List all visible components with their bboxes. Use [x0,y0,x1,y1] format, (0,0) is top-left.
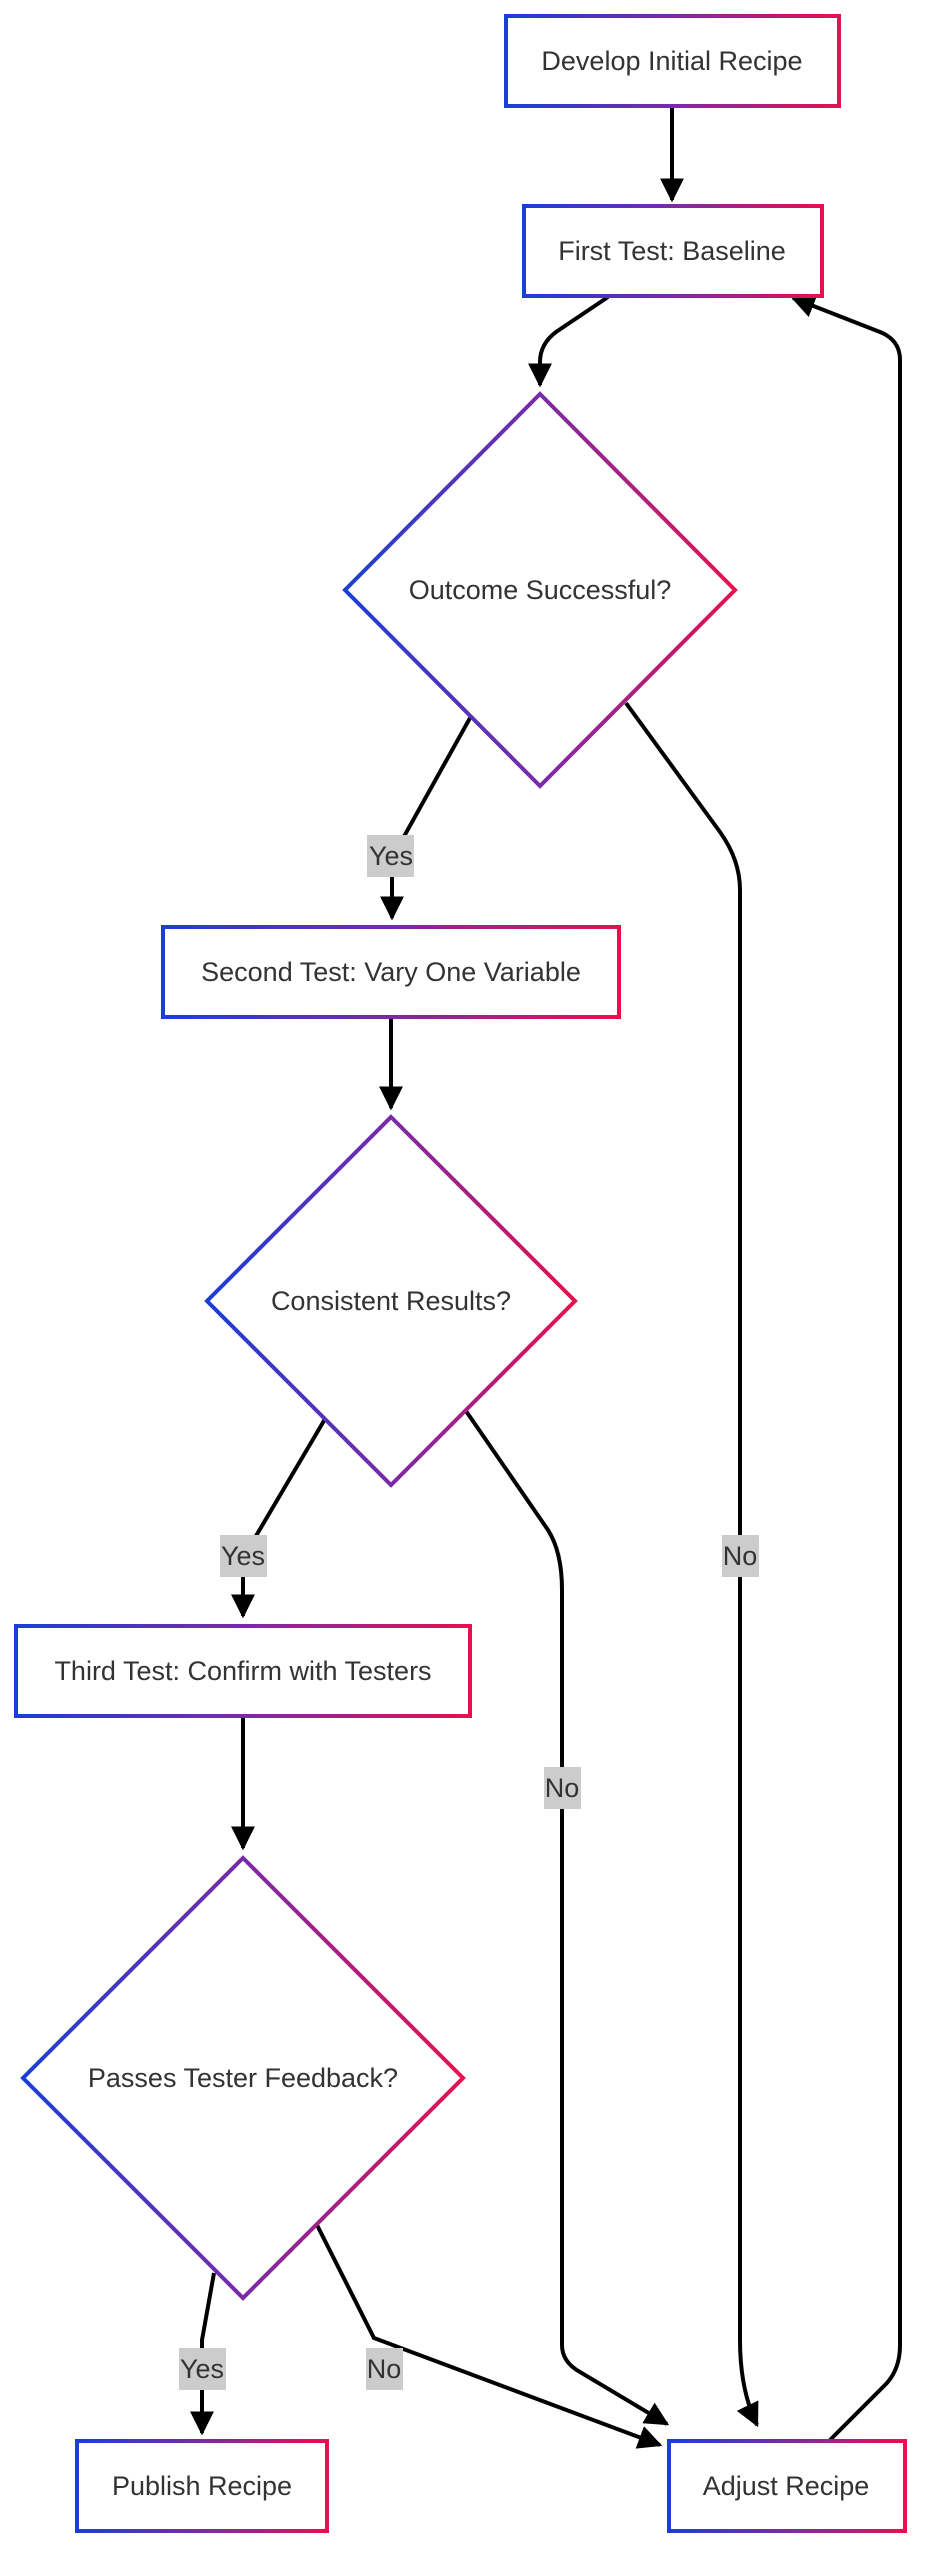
edge-label-outcome-no: No [722,1535,759,1577]
edge-label-consistent-yes-text: Yes [221,1541,265,1571]
node-passes-tester-feedback[interactable]: Passes Tester Feedback? [20,1855,466,2301]
node-third-test-confirm-with-testers[interactable]: Third Test: Confirm with Testers [14,1624,472,1718]
edge-label-outcome-yes: Yes [367,835,414,877]
edge-label-outcome-yes-text: Yes [369,841,413,871]
node-outcome-successful-label: Outcome Successful? [409,575,672,605]
node-consistent-results[interactable]: Consistent Results? [204,1114,578,1488]
edge-outcome-yes [380,717,472,921]
node-first-test-baseline[interactable]: First Test: Baseline [522,204,824,298]
edge-labels: Yes No Yes No Yes No [179,835,759,2390]
nodes: Develop Initial Recipe First Test: Basel… [14,14,907,2533]
node-second-test-label: Second Test: Vary One Variable [201,957,581,987]
node-third-test-label: Third Test: Confirm with Testers [54,1656,431,1686]
edge-outcome-no [624,701,759,2428]
node-develop-initial-recipe-label: Develop Initial Recipe [541,46,802,76]
node-passes-tester-feedback-label: Passes Tester Feedback? [88,2063,398,2093]
edge-label-consistent-yes: Yes [220,1535,267,1577]
edge-label-passes-no-text: No [367,2354,402,2384]
edge-consistent-no [464,1409,670,2426]
edge-label-passes-yes-text: Yes [180,2354,224,2384]
node-publish-recipe-label: Publish Recipe [112,2471,292,2501]
node-adjust-recipe[interactable]: Adjust Recipe [667,2439,907,2533]
edge-passes-no [315,2224,663,2449]
edge-label-consistent-no-text: No [545,1773,580,1803]
edge-first-test-to-outcome [528,295,610,388]
edge-adjust-to-first-test [790,294,902,2442]
node-second-test-vary-one-variable[interactable]: Second Test: Vary One Variable [161,925,621,1019]
node-first-test-baseline-label: First Test: Baseline [558,236,786,266]
edge-label-passes-yes: Yes [179,2348,226,2390]
edge-label-consistent-no: No [544,1767,581,1809]
node-outcome-successful[interactable]: Outcome Successful? [342,391,738,789]
node-consistent-results-label: Consistent Results? [271,1286,511,1316]
edge-label-passes-no: No [366,2348,403,2390]
node-develop-initial-recipe[interactable]: Develop Initial Recipe [504,14,841,108]
node-adjust-recipe-label: Adjust Recipe [703,2471,870,2501]
edge-label-outcome-no-text: No [723,1541,758,1571]
node-publish-recipe[interactable]: Publish Recipe [75,2439,329,2533]
edge-consistent-yes [231,1417,327,1619]
edge-passes-yes [190,2272,216,2436]
